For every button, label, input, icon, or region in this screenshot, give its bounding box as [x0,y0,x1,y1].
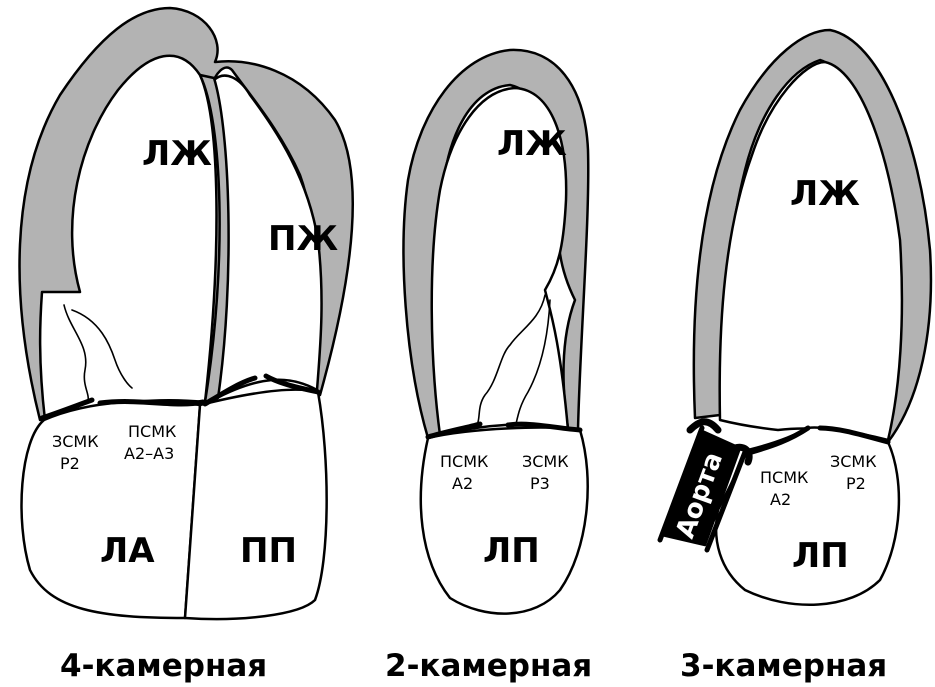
leaflet-right-line2-4ch: A2–A3 [124,444,174,463]
four-chamber-view: ЛЖ ПЖ ЗСМК P2 ПСМК A2–A3 ЛА ПП 4-камерна… [20,8,353,684]
leaflet-left-line2-2ch: A2 [452,474,473,493]
leaflet-left-line1-3ch: ПСМК [760,468,809,487]
right-atrium-4ch [185,390,327,619]
lv-label-3ch: ЛЖ [790,174,860,214]
la-label-4ch: ЛА [100,531,155,571]
leaflet-right-line1-3ch: ЗСМК [830,452,877,471]
caption-2ch: 2-камерная [385,648,592,684]
leaflet-left-line1-2ch: ПСМК [440,452,489,471]
caption-3ch: 3-камерная [680,648,887,684]
la-label-2ch: ЛП [483,531,540,571]
leaflet-left-line2-3ch: A2 [770,490,791,509]
ra-label-4ch: ПП [240,531,297,571]
leaflet-right-line1-2ch: ЗСМК [522,452,569,471]
two-chamber-view: ЛЖ ПСМК A2 ЗСМК P3 ЛП 2-камерная [385,50,592,684]
leaflet-right-line1-4ch: ПСМК [128,422,177,441]
mitral-leaflet-anterior-4ch [100,402,203,404]
caption-4ch: 4-камерная [60,648,267,684]
rv-label-4ch: ПЖ [268,219,338,259]
lv-label-4ch: ЛЖ [142,134,212,174]
lv-label-2ch: ЛЖ [497,124,567,164]
la-label-3ch: ЛП [792,536,849,576]
leaflet-left-line2-4ch: P2 [60,454,80,473]
leaflet-left-line1-4ch: ЗСМК [52,432,99,451]
leaflet-right-line2-3ch: P2 [846,474,866,493]
leaflet-right-line2-2ch: P3 [530,474,550,493]
three-chamber-view: Аорта ЛЖ ПСМК A2 ЗСМК P2 ЛП 3-камерная [660,30,931,684]
